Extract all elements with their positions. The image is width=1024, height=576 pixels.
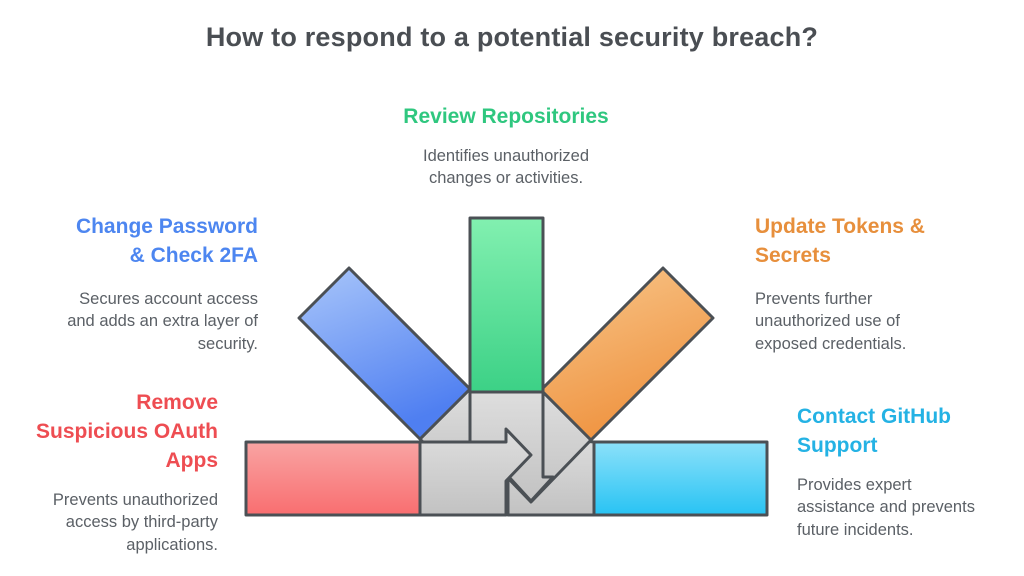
- step-description-update-tokens-secrets: Prevents further unauthorized use of exp…: [755, 289, 907, 353]
- arrow-tail-cyan: [592, 440, 769, 517]
- step-title-remove-suspicious-oauth-apps: Remove Suspicious OAuth Apps: [35, 391, 218, 472]
- arrow-tail-green: [468, 216, 545, 394]
- arrow-tail-red: [244, 440, 422, 517]
- page-title: How to respond to a potential security b…: [205, 22, 819, 52]
- step-title-update-tokens-secrets: Update Tokens & Secrets: [755, 215, 925, 267]
- step-description-review-repositories: Identifies unauthorized changes or activ…: [422, 146, 590, 188]
- step-change-password-check-2fa: Change Password & Check 2FA Secures acco…: [20, 213, 258, 355]
- step-title-review-repositories: Review Repositories: [403, 105, 609, 128]
- step-description-remove-suspicious-oauth-apps: Prevents unauthorized access by third-pa…: [52, 490, 218, 554]
- arrow-tail-blue: [297, 266, 472, 441]
- step-title-contact-github-support: Contact GitHub Support: [797, 405, 951, 457]
- arrow-head-red: [418, 427, 533, 517]
- step-title-change-password-check-2fa: Change Password & Check 2FA: [75, 215, 258, 267]
- step-description-change-password-check-2fa: Secures account access and adds an extra…: [67, 289, 258, 353]
- step-review-repositories: Review Repositories Identifies unauthori…: [312, 103, 700, 190]
- step-contact-github-support: Contact GitHub Support Provides expert a…: [797, 403, 1017, 541]
- arrow-tail-orange: [539, 266, 715, 442]
- step-remove-suspicious-oauth-apps: Remove Suspicious OAuth Apps Prevents un…: [16, 389, 218, 556]
- step-description-contact-github-support: Provides expert assistance and prevents …: [797, 475, 975, 539]
- step-update-tokens-secrets: Update Tokens & Secrets Prevents further…: [755, 213, 985, 355]
